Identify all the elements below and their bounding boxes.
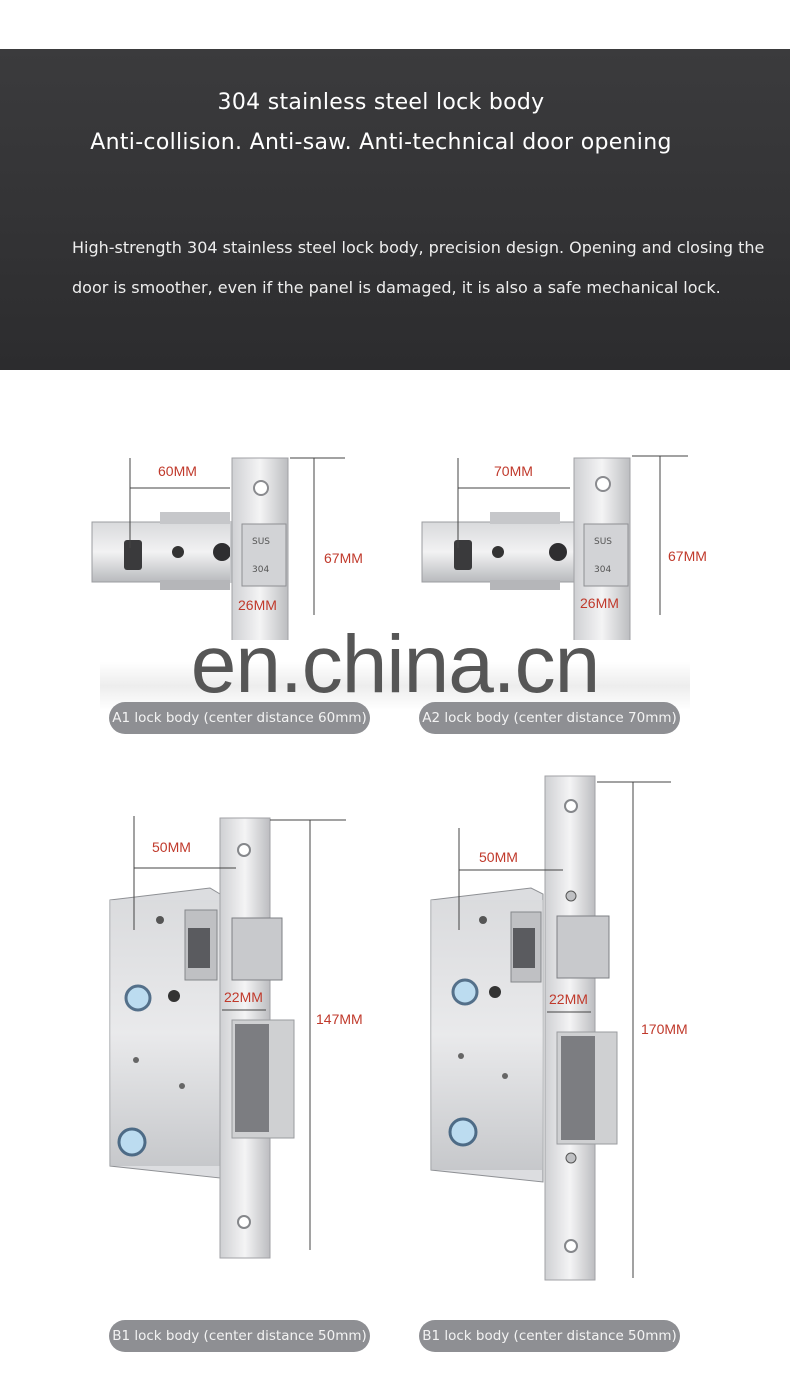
caption-b1-170: B1 lock body (center distance 50mm) <box>419 1320 680 1352</box>
width-dimension-label: 50MM <box>479 849 518 865</box>
watermark: en.china.cn <box>190 619 600 710</box>
height-dimension-label: 67MM <box>324 550 363 566</box>
sus-mark: SUS <box>594 537 612 547</box>
lock-image-a2: SUS 304 70MM 67MM 26MM <box>421 455 707 640</box>
bolt-dimension-label: 22MM <box>224 989 263 1005</box>
height-dimension-label: 147MM <box>316 1011 363 1027</box>
width-dimension-label: 70MM <box>494 463 533 479</box>
banner-title-line1: 304 stainless steel lock body <box>217 90 545 115</box>
bolt-dimension-label: 26MM <box>580 595 619 611</box>
height-dimension-label: 170MM <box>641 1021 688 1037</box>
caption-a2: A2 lock body (center distance 70mm) <box>419 702 680 734</box>
header-banner <box>0 49 790 370</box>
bolt-dimension-label: 26MM <box>238 597 277 613</box>
height-dimension-label: 67MM <box>668 548 707 564</box>
banner-title-line2: Anti-collision. Anti-saw. Anti-technical… <box>90 130 672 155</box>
width-dimension-label: 60MM <box>158 463 197 479</box>
lock-image-a1: SUS 304 60MM 67MM 26MM <box>91 457 363 640</box>
caption-b1-147: B1 lock body (center distance 50mm) <box>109 1320 370 1352</box>
bolt-dimension-label: 22MM <box>549 991 588 1007</box>
banner-description: High-strength 304 stainless steel lock b… <box>72 238 765 297</box>
lock-image-b1-147: 50MM 147MM 22MM <box>109 816 363 1259</box>
caption-a1: A1 lock body (center distance 60mm) <box>109 702 370 734</box>
grade-mark: 304 <box>594 565 611 575</box>
grade-mark: 304 <box>252 565 269 575</box>
lock-image-b1-170: 50MM 170MM 22MM <box>430 775 688 1281</box>
width-dimension-label: 50MM <box>152 839 191 855</box>
sus-mark: SUS <box>252 537 270 547</box>
